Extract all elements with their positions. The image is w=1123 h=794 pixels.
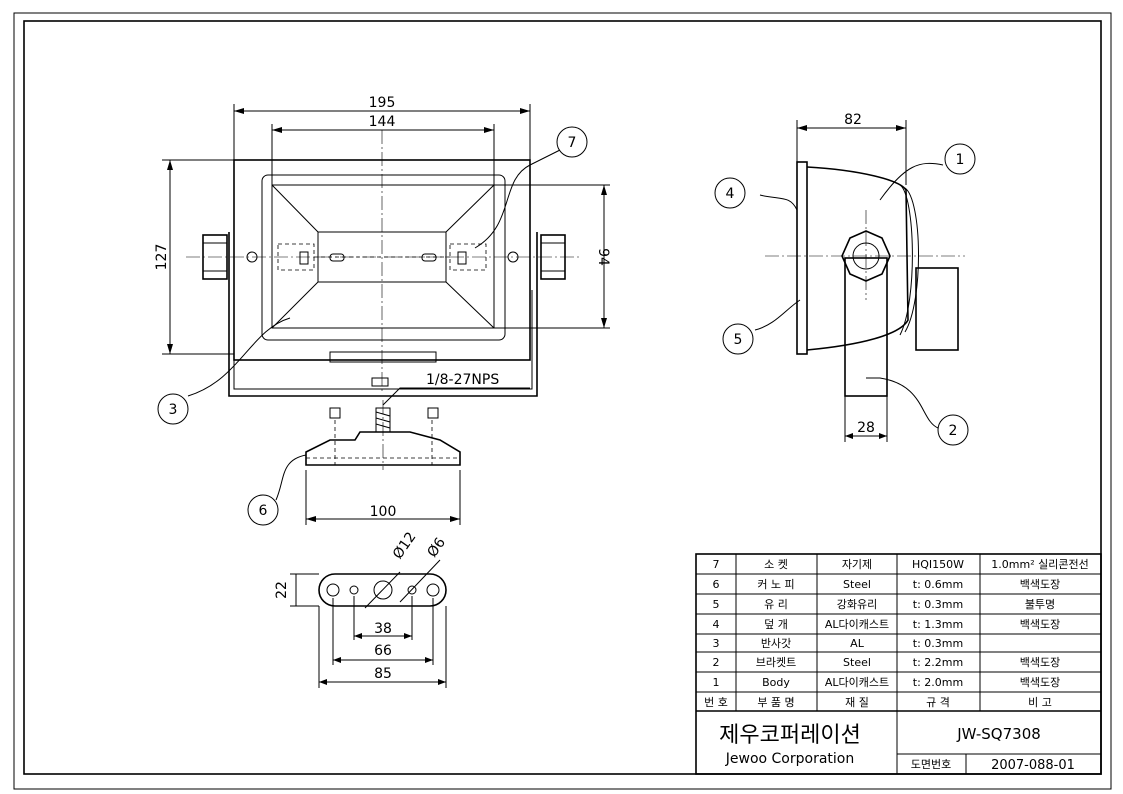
drawing-number: 2007-088-01 [991, 758, 1075, 773]
row-spec: t: 0.3mm [913, 598, 963, 611]
outer-border [13, 12, 1112, 790]
row-name: Body [762, 676, 790, 689]
row-material: AL다이캐스트 [825, 618, 889, 631]
header-no: 번 호 [704, 696, 728, 709]
thread-spec-label: 1/8-27NPS [426, 372, 499, 388]
row-name: 커 노 피 [757, 578, 794, 591]
balloon-1 [944, 143, 976, 175]
header-spec: 규 격 [926, 696, 950, 709]
parts-table-row: 7 소 켓 자기제 HQI150W 1.0mm² 실리콘전선 [713, 558, 1089, 571]
row-material: 자기제 [842, 558, 872, 571]
balloon-4-label: 4 [726, 186, 735, 202]
row-no: 2 [713, 656, 720, 669]
parts-table-row: 4 덮 개 AL다이캐스트 t: 1.3mm 백색도장 [713, 618, 1061, 631]
row-no: 6 [713, 578, 720, 591]
row-spec: t: 0.3mm [913, 637, 963, 650]
header-remark: 비 고 [1028, 696, 1052, 709]
parts-table-row: 2 브라켓트 Steel t: 2.2mm 백색도장 [713, 656, 1061, 669]
header-name: 부 품 명 [757, 696, 794, 709]
balloon-2-label: 2 [949, 423, 958, 439]
balloon-7 [556, 126, 588, 158]
row-name: 반사갓 [761, 637, 791, 650]
balloons: 1 2 3 4 5 6 7 [157, 126, 976, 526]
dim-front-height-outer: 127 [154, 244, 170, 271]
row-material: AL [850, 637, 865, 650]
row-name: 덮 개 [764, 618, 788, 631]
balloon-5 [722, 323, 754, 355]
row-remark: 백색도장 [1020, 656, 1060, 669]
balloon-1-label: 1 [956, 152, 965, 168]
dim-plate-length: 85 [374, 666, 392, 682]
parts-table-row: 5 유 리 강화유리 t: 0.3mm 불투명 [713, 598, 1056, 611]
row-no: 4 [713, 618, 720, 631]
row-remark: 불투명 [1025, 598, 1055, 611]
dim-hole-small: Ø6 [424, 535, 449, 561]
inner-border [23, 20, 1102, 775]
balloon-4 [714, 177, 746, 209]
drawing-number-label: 도면번호 [911, 758, 951, 771]
header-material: 재 질 [845, 696, 869, 709]
dim-front-height-inner: 94 [595, 248, 611, 266]
dim-front-width-inner: 144 [369, 114, 396, 130]
side-view [754, 120, 965, 442]
balloon-5-label: 5 [734, 332, 743, 348]
row-no: 7 [713, 558, 720, 571]
row-name: 유 리 [764, 598, 788, 611]
front-view [186, 130, 580, 397]
balloon-7-label: 7 [568, 135, 577, 151]
dim-front-width-outer: 195 [369, 95, 396, 111]
parts-table-row: 3 반사갓 AL t: 0.3mm [713, 637, 964, 650]
balloon-3-label: 3 [169, 402, 178, 418]
model-number: JW-SQ7308 [956, 725, 1041, 743]
row-spec: t: 1.3mm [913, 618, 963, 631]
row-remark: 백색도장 [1020, 578, 1060, 591]
dim-plate-spacing-inner: 38 [374, 621, 392, 637]
row-remark: 1.0mm² 실리콘전선 [991, 558, 1088, 571]
balloon-6 [247, 494, 279, 526]
company-name-korean: 제우코퍼레이션 [719, 723, 861, 748]
company-name-english: Jewoo Corporation [725, 751, 854, 767]
row-spec: t: 0.6mm [913, 578, 963, 591]
row-material: 강화유리 [837, 598, 877, 611]
parts-table-row: 1 Body AL다이캐스트 t: 2.0mm 백색도장 [713, 676, 1061, 689]
parts-table [695, 553, 1102, 775]
row-spec: t: 2.0mm [913, 676, 963, 689]
row-name: 소 켓 [764, 558, 788, 571]
parts-table-header: 번 호 부 품 명 재 질 규 격 비 고 [704, 696, 1052, 709]
row-no: 5 [713, 598, 720, 611]
front-dimensions [162, 104, 610, 355]
row-no: 1 [713, 676, 720, 689]
dim-plate-height: 22 [274, 581, 290, 599]
row-material: Steel [843, 656, 871, 669]
dim-side-depth: 82 [844, 112, 862, 128]
row-spec: HQI150W [912, 558, 964, 571]
dim-side-bracket-width: 28 [857, 420, 875, 436]
balloon-2 [937, 414, 969, 446]
dim-hole-large: Ø12 [390, 529, 420, 562]
plate-view [290, 559, 447, 688]
dim-base-length: 100 [370, 504, 397, 520]
row-material: Steel [843, 578, 871, 591]
dim-plate-spacing-mid: 66 [374, 643, 392, 659]
row-no: 3 [713, 637, 720, 650]
balloon-3 [157, 393, 189, 425]
row-material: AL다이캐스트 [825, 676, 889, 689]
row-spec: t: 2.2mm [913, 656, 963, 669]
balloon-6-label: 6 [259, 503, 268, 519]
parts-table-row: 6 커 노 피 Steel t: 0.6mm 백색도장 [713, 578, 1061, 591]
base-view [275, 387, 530, 525]
row-remark: 백색도장 [1020, 676, 1060, 689]
row-name: 브라켓트 [756, 656, 796, 669]
row-remark: 백색도장 [1020, 618, 1060, 631]
